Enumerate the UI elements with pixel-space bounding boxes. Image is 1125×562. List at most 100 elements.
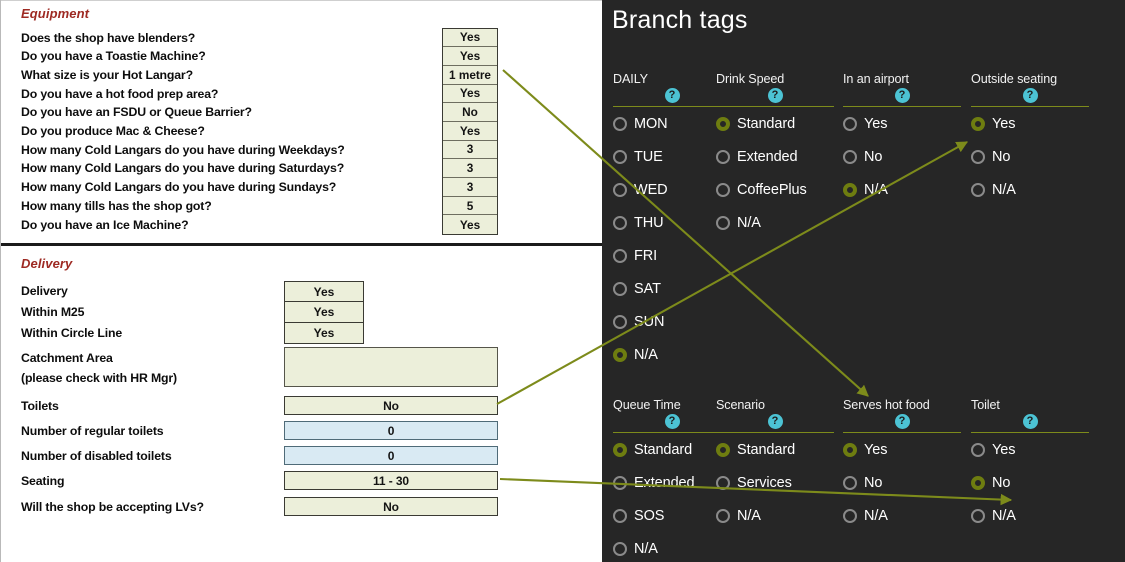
radio-unselected-icon[interactable] bbox=[613, 541, 627, 556]
equipment-answer-field[interactable]: Yes bbox=[443, 85, 497, 104]
radio-option[interactable]: No bbox=[971, 466, 1089, 499]
radio-option[interactable]: N/A bbox=[971, 173, 1089, 206]
radio-unselected-icon[interactable] bbox=[613, 182, 627, 197]
radio-option[interactable]: No bbox=[843, 140, 961, 173]
radio-option[interactable]: FRI bbox=[613, 239, 731, 272]
radio-option[interactable]: Yes bbox=[971, 107, 1089, 140]
radio-option[interactable]: N/A bbox=[971, 499, 1089, 532]
radio-option[interactable]: Services bbox=[716, 466, 834, 499]
radio-unselected-icon[interactable] bbox=[716, 215, 730, 230]
radio-option[interactable]: N/A bbox=[613, 532, 731, 562]
delivery-answer-field[interactable]: Yes bbox=[285, 302, 363, 323]
delivery-row-field[interactable]: 0 bbox=[284, 421, 498, 440]
delivery-row-field[interactable]: 11 - 30 bbox=[284, 471, 498, 490]
radio-unselected-icon[interactable] bbox=[613, 508, 627, 523]
catchment-area-label-line1: Catchment Area bbox=[21, 351, 113, 365]
radio-unselected-icon[interactable] bbox=[843, 116, 857, 131]
delivery-row-field[interactable]: No bbox=[284, 396, 498, 415]
radio-unselected-icon[interactable] bbox=[843, 149, 857, 164]
catchment-area-field[interactable] bbox=[284, 347, 498, 387]
radio-unselected-icon[interactable] bbox=[613, 281, 627, 296]
radio-option[interactable]: TUE bbox=[613, 140, 731, 173]
radio-unselected-icon[interactable] bbox=[613, 116, 627, 131]
radio-unselected-icon[interactable] bbox=[843, 508, 857, 523]
equipment-answer-field[interactable]: 3 bbox=[443, 178, 497, 197]
radio-option[interactable]: Standard bbox=[716, 433, 834, 466]
delivery-answer-field[interactable]: Yes bbox=[313, 325, 335, 340]
radio-selected-icon[interactable] bbox=[843, 182, 857, 197]
help-icon-wrap: ? bbox=[716, 86, 834, 105]
radio-selected-icon[interactable] bbox=[843, 442, 857, 457]
equipment-answer-field[interactable]: 3 bbox=[443, 159, 497, 178]
help-icon[interactable]: ? bbox=[1022, 88, 1038, 103]
radio-selected-icon[interactable] bbox=[716, 116, 730, 131]
radio-unselected-icon[interactable] bbox=[716, 149, 730, 164]
radio-unselected-icon[interactable] bbox=[613, 215, 627, 230]
column-rule bbox=[843, 106, 961, 107]
radio-unselected-icon[interactable] bbox=[613, 475, 627, 490]
radio-unselected-icon[interactable] bbox=[613, 149, 627, 164]
radio-unselected-icon[interactable] bbox=[843, 475, 857, 490]
delivery-answer-field[interactable]: Yes bbox=[285, 282, 363, 303]
help-icon[interactable]: ? bbox=[767, 414, 783, 429]
delivery-row-field[interactable]: 0 bbox=[284, 446, 498, 465]
radio-selected-icon[interactable] bbox=[971, 116, 985, 131]
radio-option[interactable]: WED bbox=[613, 173, 731, 206]
radio-unselected-icon[interactable] bbox=[613, 248, 627, 263]
radio-option[interactable]: SOS bbox=[613, 499, 731, 532]
help-icon[interactable]: ? bbox=[664, 88, 680, 103]
radio-option[interactable]: Extended bbox=[613, 466, 731, 499]
radio-selected-icon[interactable] bbox=[613, 442, 627, 457]
radio-option[interactable]: Yes bbox=[843, 107, 961, 140]
delivery-row-field[interactable]: No bbox=[284, 497, 498, 516]
help-icon[interactable]: ? bbox=[1022, 414, 1038, 429]
radio-option[interactable]: N/A bbox=[716, 206, 834, 239]
equipment-answer-field[interactable]: Yes bbox=[443, 47, 497, 66]
radio-option[interactable]: Yes bbox=[843, 433, 961, 466]
radio-unselected-icon[interactable] bbox=[716, 182, 730, 197]
help-icon[interactable]: ? bbox=[894, 88, 910, 103]
radio-unselected-icon[interactable] bbox=[971, 149, 985, 164]
radio-option[interactable]: CoffeePlus bbox=[716, 173, 834, 206]
radio-option[interactable]: Standard bbox=[716, 107, 834, 140]
radio-option[interactable]: SUN bbox=[613, 305, 731, 338]
equipment-answer-field[interactable]: No bbox=[443, 103, 497, 122]
radio-selected-icon[interactable] bbox=[613, 347, 627, 362]
help-icon[interactable]: ? bbox=[664, 414, 680, 429]
section-title-equipment: Equipment bbox=[21, 6, 90, 21]
radio-option[interactable]: MON bbox=[613, 107, 731, 140]
help-icon-wrap: ? bbox=[971, 412, 1089, 431]
equipment-answer-field[interactable]: Yes bbox=[443, 29, 497, 48]
radio-option[interactable]: N/A bbox=[716, 499, 834, 532]
equipment-answer-field[interactable]: 3 bbox=[443, 141, 497, 160]
radio-unselected-icon[interactable] bbox=[971, 508, 985, 523]
radio-option[interactable]: No bbox=[971, 140, 1089, 173]
radio-unselected-icon[interactable] bbox=[971, 442, 985, 457]
equipment-answer-field[interactable]: Yes bbox=[459, 217, 481, 232]
radio-option[interactable]: N/A bbox=[843, 499, 961, 532]
radio-selected-icon[interactable] bbox=[716, 442, 730, 457]
column-rule bbox=[613, 432, 731, 433]
help-icon[interactable]: ? bbox=[894, 414, 910, 429]
radio-option[interactable]: No bbox=[843, 466, 961, 499]
radio-unselected-icon[interactable] bbox=[613, 314, 627, 329]
radio-unselected-icon[interactable] bbox=[716, 475, 730, 490]
radio-unselected-icon[interactable] bbox=[716, 508, 730, 523]
equipment-answer-field[interactable]: 5 bbox=[443, 197, 497, 216]
delivery-question-label: Delivery bbox=[21, 284, 68, 298]
radio-option[interactable]: Yes bbox=[971, 433, 1089, 466]
radio-option[interactable]: N/A bbox=[613, 338, 731, 371]
radio-option[interactable]: Extended bbox=[716, 140, 834, 173]
equipment-answer-field[interactable]: 1 metre bbox=[443, 66, 497, 85]
radio-option[interactable]: N/A bbox=[843, 173, 961, 206]
equipment-answer-field[interactable]: Yes bbox=[443, 122, 497, 141]
help-icon[interactable]: ? bbox=[767, 88, 783, 103]
radio-selected-icon[interactable] bbox=[971, 475, 985, 490]
radio-option[interactable]: SAT bbox=[613, 272, 731, 305]
radio-unselected-icon[interactable] bbox=[971, 182, 985, 197]
radio-option[interactable]: Standard bbox=[613, 433, 731, 466]
radio-option[interactable]: THU bbox=[613, 206, 731, 239]
